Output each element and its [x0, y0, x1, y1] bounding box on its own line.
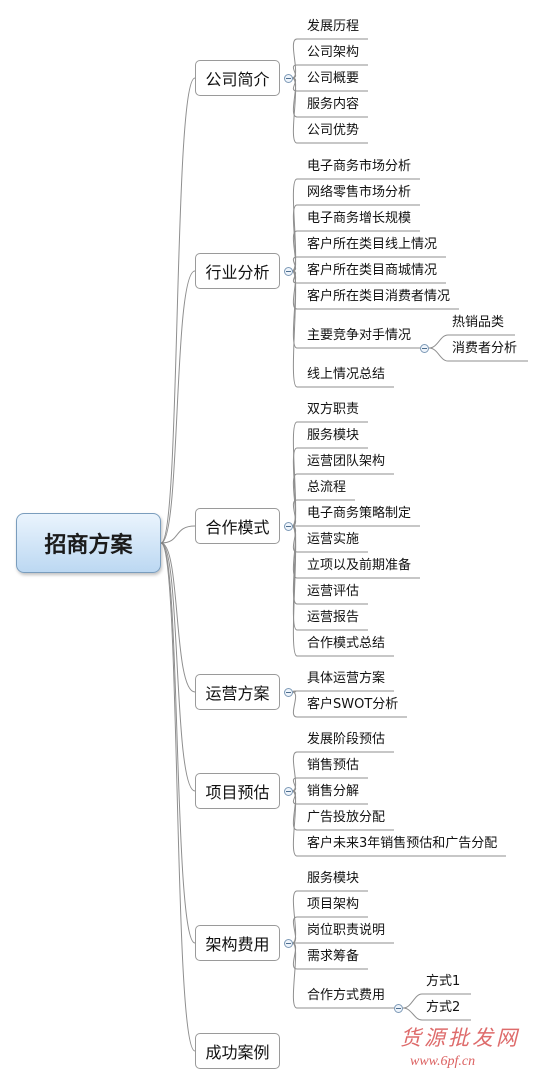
connector-line: [160, 542, 196, 944]
branch-node[interactable]: 公司简介: [195, 60, 280, 96]
connector-line: [291, 499, 355, 527]
connector-line: [291, 77, 368, 144]
topic-item[interactable]: 客户SWOT分析: [307, 697, 399, 712]
topic-item[interactable]: 公司概要: [307, 71, 360, 86]
topic-item[interactable]: 立项以及前期准备: [307, 558, 412, 573]
branch-node[interactable]: 运营方案: [195, 674, 280, 710]
branch-node[interactable]: 合作模式: [195, 508, 280, 544]
topic-item[interactable]: 电子商务市场分析: [307, 159, 412, 174]
topic-item[interactable]: 客户所在类目消费者情况: [307, 289, 451, 304]
collapse-toggle-icon[interactable]: [283, 786, 293, 796]
topic-item[interactable]: 需求筹备: [307, 949, 360, 964]
sub-topic-item[interactable]: 消费者分析: [452, 341, 518, 356]
collapse-toggle-icon[interactable]: [283, 73, 293, 83]
sub-topic-item[interactable]: 方式2: [426, 1000, 461, 1015]
connector-line: [160, 542, 196, 792]
topic-item[interactable]: 公司架构: [307, 45, 360, 60]
topic-item[interactable]: 发展历程: [307, 19, 360, 34]
topic-item[interactable]: 公司优势: [307, 123, 360, 138]
connector-line: [291, 790, 506, 857]
connector-line: [291, 916, 368, 944]
collapse-toggle-icon[interactable]: [283, 266, 293, 276]
connector-line: [291, 942, 394, 1009]
connector-line: [291, 230, 420, 272]
topic-item[interactable]: 服务内容: [307, 97, 360, 112]
collapse-toggle-icon[interactable]: [283, 687, 293, 697]
topic-item[interactable]: 运营实施: [307, 532, 360, 547]
topic-item[interactable]: 电子商务增长规模: [307, 211, 412, 226]
topic-item[interactable]: 岗位职责说明: [307, 923, 386, 938]
collapse-toggle-icon[interactable]: [283, 938, 293, 948]
connector-line: [160, 77, 196, 544]
topic-item[interactable]: 合作方式费用: [307, 988, 386, 1003]
topic-item[interactable]: 客户所在类目线上情况: [307, 237, 438, 252]
connector-line: [160, 270, 196, 544]
connector-line: [291, 691, 407, 718]
connector-line: [291, 64, 368, 79]
connector-line: [291, 890, 368, 944]
topic-item[interactable]: 广告投放分配: [307, 810, 386, 825]
topic-item[interactable]: 销售分解: [307, 784, 360, 799]
watermark-text: 货源批发网: [400, 1026, 520, 1050]
collapse-toggle-icon[interactable]: [283, 521, 293, 531]
watermark-url: www.6pf.cn: [410, 1054, 476, 1069]
topic-item[interactable]: 总流程: [307, 480, 347, 495]
connector-line: [291, 473, 394, 527]
topic-item[interactable]: 运营评估: [307, 584, 360, 599]
topic-item[interactable]: 电子商务策略制定: [307, 506, 412, 521]
topic-item[interactable]: 具体运营方案: [307, 671, 386, 686]
topic-item[interactable]: 线上情况总结: [307, 367, 386, 382]
collapse-toggle-icon[interactable]: [419, 343, 429, 353]
connector-line: [160, 525, 196, 544]
watermark-logo: 货源批发网 www.6pf.cn: [400, 1022, 520, 1070]
topic-item[interactable]: 客户未来3年销售预估和广告分配: [307, 836, 498, 851]
connector-line: [428, 334, 515, 349]
topic-item[interactable]: 客户所在类目商城情况: [307, 263, 438, 278]
branch-node[interactable]: 项目预估: [195, 773, 280, 809]
topic-item[interactable]: 销售预估: [307, 758, 360, 773]
topic-item[interactable]: 服务模块: [307, 428, 360, 443]
topic-item[interactable]: 项目架构: [307, 897, 360, 912]
connector-line: [402, 993, 471, 1009]
connector-line: [291, 751, 394, 792]
collapse-toggle-icon[interactable]: [393, 1003, 403, 1013]
topic-item[interactable]: 主要竞争对手情况: [307, 328, 412, 343]
branch-node[interactable]: 架构费用: [195, 925, 280, 961]
branch-node[interactable]: 成功案例: [195, 1033, 280, 1069]
topic-item[interactable]: 双方职责: [307, 402, 360, 417]
root-node[interactable]: 招商方案: [16, 513, 161, 573]
connector-line: [291, 525, 394, 657]
connector-line: [428, 347, 528, 362]
sub-topic-item[interactable]: 热销品类: [452, 315, 505, 330]
connector-line: [291, 38, 368, 79]
connector-line: [291, 256, 446, 272]
connector-line: [291, 270, 394, 388]
topic-item[interactable]: 运营团队架构: [307, 454, 386, 469]
connector-line: [402, 1007, 471, 1021]
connector-line: [160, 542, 196, 1052]
connector-line: [291, 777, 368, 792]
topic-item[interactable]: 合作模式总结: [307, 636, 386, 651]
topic-item[interactable]: 运营报告: [307, 610, 360, 625]
topic-item[interactable]: 发展阶段预估: [307, 732, 386, 747]
connector-line: [160, 542, 196, 693]
connector-line: [291, 690, 394, 693]
topic-item[interactable]: 服务模块: [307, 871, 360, 886]
branch-node[interactable]: 行业分析: [195, 253, 280, 289]
topic-item[interactable]: 网络零售市场分析: [307, 185, 412, 200]
sub-topic-item[interactable]: 方式1: [426, 974, 461, 989]
